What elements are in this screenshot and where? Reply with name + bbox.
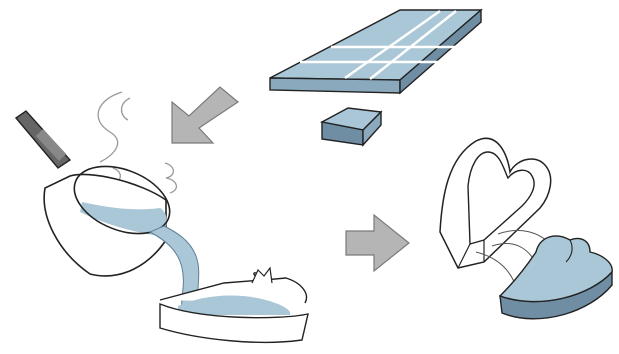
arrow-block-to-pot — [172, 87, 238, 143]
arrow-pour-to-unmold — [346, 215, 409, 271]
mold-notch — [252, 268, 272, 283]
heart-soap-result — [500, 236, 612, 319]
melt-pan — [16, 92, 199, 308]
soap-piece — [322, 108, 381, 145]
soap-block-front — [270, 78, 400, 93]
heart-mold-filling — [160, 268, 308, 342]
soap-block — [270, 10, 481, 93]
